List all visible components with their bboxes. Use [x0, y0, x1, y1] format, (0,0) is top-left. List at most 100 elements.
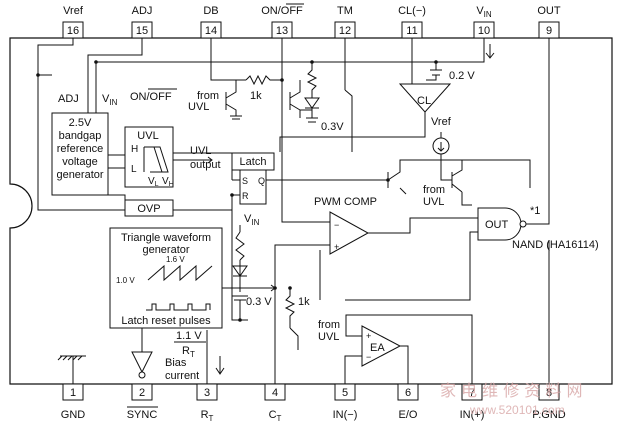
pin-name: GND: [61, 409, 86, 421]
pin-name: CL(−): [398, 5, 426, 17]
triangle-label-b: generator: [142, 244, 189, 256]
pwm-comp-label: PWM COMP: [314, 196, 377, 208]
chip-outline: [9, 37, 613, 385]
pin-name: CT: [269, 409, 282, 423]
pin-6: 6E/O: [397, 383, 419, 421]
pin-number: 12: [339, 25, 351, 37]
pin-number: 2: [139, 387, 145, 399]
uvl-h: H: [131, 144, 138, 155]
pin-number: 6: [405, 387, 411, 399]
uvl-hysteresis-icon: [144, 146, 169, 173]
triangle-label-a: Triangle waveform: [121, 232, 211, 244]
uvl-l: L: [131, 164, 137, 175]
pin-number: 3: [204, 387, 210, 399]
uvl-block: [124, 126, 174, 188]
v03-mid-label: 0.3 V: [246, 296, 272, 308]
pin-number: 1: [70, 387, 76, 399]
bandgap-line-3: reference: [57, 143, 103, 155]
pin-name: E/O: [399, 409, 418, 421]
triangle-wave-icon: [147, 264, 213, 282]
v02-label: 0.2 V: [449, 70, 475, 82]
pin-8: 8P.GND: [532, 383, 566, 421]
adj-label: ADJ: [58, 93, 79, 105]
from-uvl-label-2b: UVL: [423, 196, 444, 208]
ea-minus: −: [366, 352, 371, 362]
pin-name: IN(−): [333, 409, 358, 421]
pin-11: 11 CL(−): [398, 5, 426, 39]
text-layer: ADJ VIN ON/OFF from UVL 1k 0.2 V 0.3V CL…: [56, 70, 598, 417]
ea-plus: +: [366, 331, 371, 341]
pin-13: 13 ON/OFF: [261, 5, 303, 39]
pin-name: OUT: [537, 5, 561, 17]
pin-number: 14: [205, 25, 217, 37]
latch-reset-label: Latch reset pulses: [121, 315, 211, 327]
ovp-block: [124, 199, 174, 217]
latch-block: [239, 169, 267, 205]
pin-name: RT: [201, 409, 214, 423]
latch-label-box: [231, 152, 275, 171]
ovp-label: OVP: [137, 203, 160, 215]
bandgap-line-2: bandgap: [59, 130, 102, 142]
pin-15: 15 ADJ: [131, 5, 153, 39]
ea-label: EA: [370, 342, 385, 354]
pin-number: 7: [469, 387, 475, 399]
pin-number: 5: [342, 387, 348, 399]
pin-name: TM: [337, 5, 353, 17]
bias-numerator: 1.1 V: [176, 330, 202, 342]
pin-name: ON/OFF: [261, 5, 303, 17]
star1-label: *1: [530, 205, 540, 217]
tri-10-label: 1.0 V: [116, 276, 135, 285]
uvl-output-b: output: [190, 159, 221, 171]
top-pin-row: 16Vref15ADJ14DB13ON/OFF12TM11CL(−)10VIN9…: [62, 3, 561, 39]
pin-3: 3RT: [196, 383, 218, 423]
bandgap-line-1: 2.5V: [69, 117, 92, 129]
bias-label-b: current: [165, 370, 199, 382]
latch-s: S: [242, 176, 248, 186]
pin-number: 15: [136, 25, 148, 37]
pwm-plus: +: [334, 242, 339, 252]
junction-dots: [36, 60, 438, 322]
v03-top-label: 0.3V: [321, 121, 344, 133]
pin-4: 4CT: [264, 383, 286, 423]
out-gate-label: OUT: [485, 219, 509, 231]
bias-denominator: RT: [182, 345, 195, 359]
pin-name: IN(+): [460, 409, 485, 421]
pin-name: ADJ: [132, 5, 153, 17]
from-uvl-label-3b: UVL: [318, 331, 339, 343]
bandgap-line-4: voltage: [62, 156, 97, 168]
pulse-train-icon: [146, 303, 211, 311]
pin-name: VIN: [476, 5, 492, 19]
cl-label: CL: [417, 95, 431, 107]
resistor-1k-label-a: 1k: [250, 90, 262, 102]
pin-number: 10: [478, 25, 490, 37]
pin-name: SYNC: [127, 409, 158, 421]
pin-10: 10 VIN: [473, 5, 495, 39]
pin-number: 13: [276, 25, 288, 37]
pwm-minus: −: [334, 220, 339, 230]
from-uvl-label-1a: from: [197, 90, 219, 102]
vin-label: VIN: [102, 93, 118, 107]
pin-5: 5IN(−): [333, 383, 358, 421]
bandgap-block: [51, 112, 109, 196]
bias-label-a: Bias: [165, 357, 187, 369]
latch-q: Q: [258, 176, 265, 186]
from-uvl-label-1b: UVL: [188, 101, 209, 113]
pin-name: DB: [203, 5, 218, 17]
uvl-vl: VL: [148, 176, 159, 188]
wiring: [37, 38, 550, 384]
pin-number: 16: [67, 25, 79, 37]
resistor-1k-label-b: 1k: [298, 296, 310, 308]
from-uvl-label-2a: from: [423, 184, 445, 196]
from-uvl-label-3a: from: [318, 319, 340, 331]
pin-12: 12 TM: [334, 5, 356, 39]
pin-number: 8: [546, 387, 552, 399]
vin-mid-label: VIN: [244, 213, 260, 227]
pin-name: P.GND: [532, 409, 565, 421]
uvl-title: UVL: [137, 130, 158, 142]
pin-number: 11: [406, 25, 417, 37]
uvl-vh: VH: [162, 176, 174, 188]
